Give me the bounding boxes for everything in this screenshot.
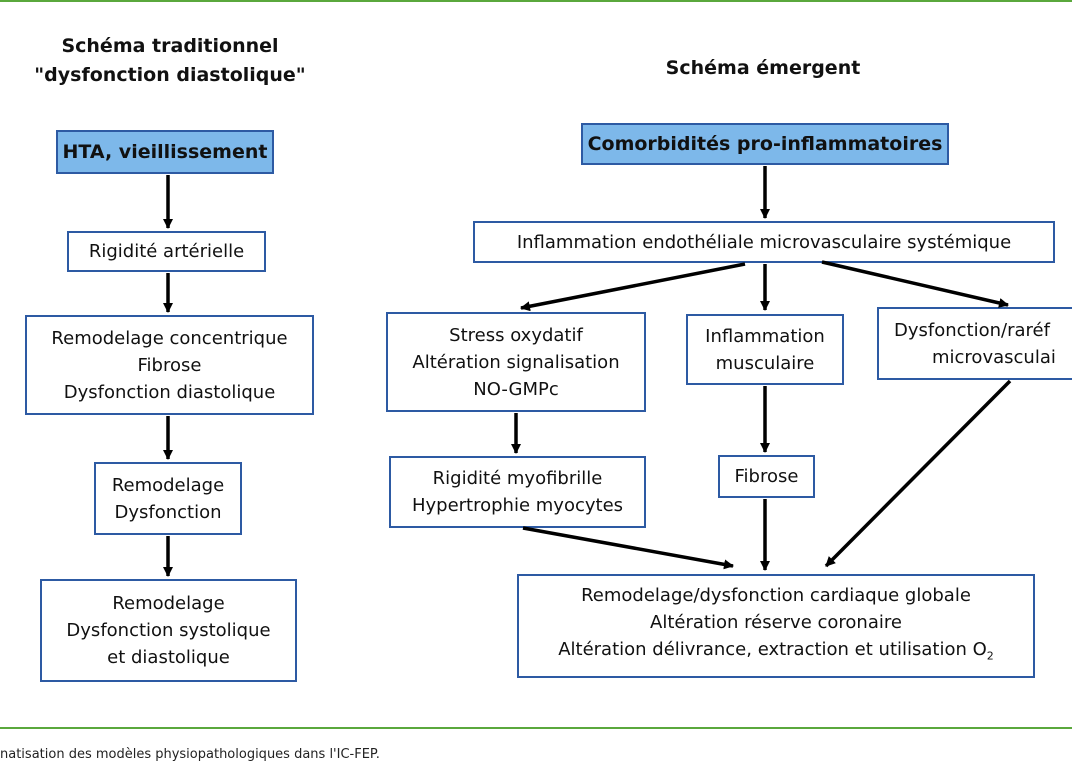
figure-caption: natisation des modèles physiopathologiqu…	[0, 747, 380, 762]
box-fibrose: Fibrose	[718, 455, 815, 498]
box-remodelage-dysfonction: Remodelage Dysfonction	[94, 462, 242, 535]
left-title: Schéma traditionnel "dysfonction diastol…	[20, 32, 320, 90]
dysfonction-microvasculaire-line2: microvasculai	[932, 346, 1056, 368]
remodelage-concentrique-line3: Dysfonction diastolique	[63, 381, 276, 403]
remodelage-concentrique-line2: Fibrose	[137, 354, 202, 376]
box-hta: HTA, vieillissement	[56, 130, 274, 174]
rigidite-myofibrille-line2: Hypertrophie myocytes	[411, 495, 624, 516]
stress-oxydatif-line2: Altération signalisation	[412, 351, 620, 373]
bottom-rule	[0, 727, 1072, 729]
top-rule	[0, 0, 1072, 2]
left-title-line2: "dysfonction diastolique"	[34, 64, 306, 86]
arrow-inflammation-to-stress	[520, 262, 746, 312]
remodelage-systolique-line1: Remodelage	[112, 593, 225, 614]
rigidite-myofibrille-line1: Rigidité myofibrille	[432, 468, 603, 489]
box-stress-oxydatif: Stress oxydatif Altération signalisation…	[386, 312, 646, 412]
dysfonction-microvasculaire-line1: Dysfonction/raréf	[894, 319, 1050, 341]
box-hta-label: HTA, vieillissement	[62, 140, 268, 163]
box-inflammation-endotheliale-label: Inflammation endothéliale microvasculair…	[516, 231, 1012, 253]
arrow-inflammation-to-dysfonction	[821, 260, 1009, 308]
arrow-rigidite-to-global	[522, 526, 734, 570]
box-inflammation-musculaire: Inflammation musculaire	[686, 314, 844, 385]
box-comorbidites: Comorbidités pro-inflammatoires	[581, 123, 949, 165]
o2-subscript: 2	[986, 649, 994, 663]
box-remodelage-systolique: Remodelage Dysfonction systolique et dia…	[40, 579, 297, 682]
box-dysfonction-microvasculaire: Dysfonction/raréf microvasculai	[877, 307, 1072, 380]
remodelage-global-line1: Remodelage/dysfonction cardiaque globale	[581, 585, 971, 607]
box-fibrose-label: Fibrose	[734, 466, 799, 487]
remodelage-systolique-line3: et diastolique	[107, 647, 230, 668]
box-remodelage-concentrique: Remodelage concentrique Fibrose Dysfonct…	[25, 315, 314, 415]
left-title-line1: Schéma traditionnel	[61, 35, 279, 57]
arrow-dysfonction-to-global	[824, 379, 1012, 568]
inflammation-musculaire-line1: Inflammation	[705, 325, 825, 347]
remodelage-global-line3-text: Altération délivrance, extraction et uti…	[558, 639, 987, 661]
box-remodelage-global: Remodelage/dysfonction cardiaque globale…	[517, 574, 1035, 678]
remodelage-dysfonction-line1: Remodelage	[111, 474, 225, 496]
remodelage-global-line2: Altération réserve coronaire	[650, 612, 902, 634]
box-comorbidites-label: Comorbidités pro-inflammatoires	[587, 132, 943, 155]
remodelage-systolique-line2: Dysfonction systolique	[66, 620, 271, 641]
box-inflammation-endotheliale: Inflammation endothéliale microvasculair…	[473, 221, 1055, 263]
remodelage-global-line3: Altération délivrance, extraction et uti…	[558, 636, 994, 670]
box-rigidite-arterielle-label: Rigidité artérielle	[88, 241, 245, 262]
box-rigidite-myofibrille: Rigidité myofibrille Hypertrophie myocyt…	[389, 456, 646, 528]
remodelage-dysfonction-line2: Dysfonction	[114, 501, 222, 523]
stress-oxydatif-line3: NO-GMPc	[473, 378, 559, 400]
remodelage-concentrique-line1: Remodelage concentrique	[51, 327, 288, 349]
stress-oxydatif-line1: Stress oxydatif	[449, 324, 583, 346]
right-title: Schéma émergent	[665, 57, 861, 79]
box-rigidite-arterielle: Rigidité artérielle	[67, 231, 266, 272]
inflammation-musculaire-line2: musculaire	[715, 352, 815, 374]
